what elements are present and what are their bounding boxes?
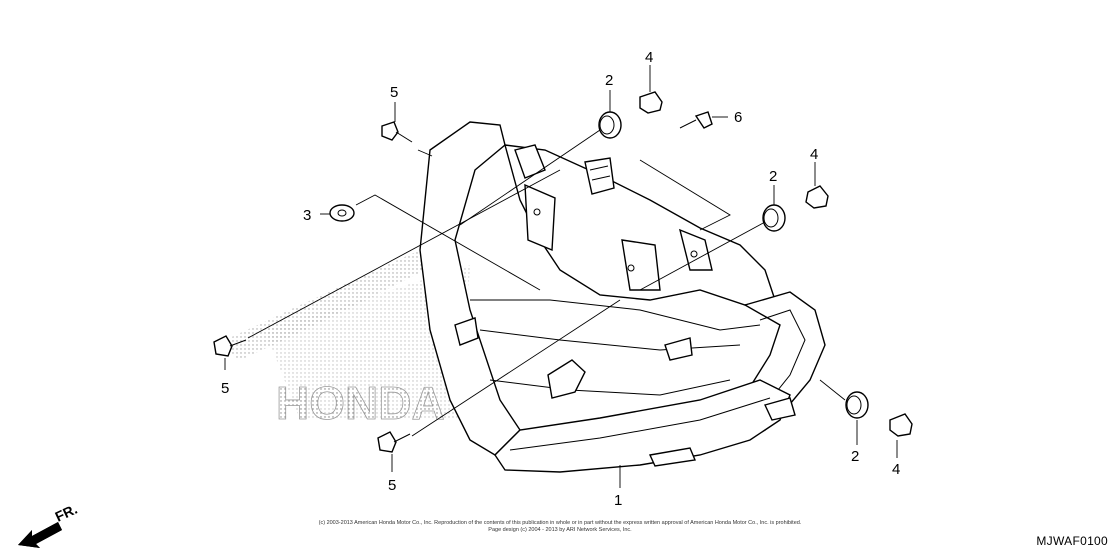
- callout-5-bottom: 5: [388, 477, 396, 494]
- copyright-notice: (c) 2003-2013 American Honda Motor Co., …: [300, 520, 820, 534]
- front-direction-indicator: FR.: [18, 501, 80, 548]
- callout-5-left: 5: [221, 380, 229, 397]
- watermark-text: HONDA: [276, 377, 445, 429]
- headlight-assembly: [419, 121, 826, 473]
- callout-6: 6: [734, 109, 742, 126]
- copyright-line-2: Page design (c) 2004 - 2013 by ARI Netwo…: [488, 527, 632, 533]
- callout-1: 1: [614, 492, 622, 509]
- callout-4-middle: 4: [810, 146, 818, 163]
- callout-3: 3: [303, 207, 311, 224]
- figure-code: MJWAF0100: [1036, 534, 1108, 548]
- callout-4-bottom: 4: [892, 461, 900, 478]
- grommets: [598, 111, 869, 419]
- callout-2-middle: 2: [769, 168, 777, 185]
- copyright-line-1: (c) 2003-2013 American Honda Motor Co., …: [318, 520, 802, 526]
- direction-label: FR.: [53, 501, 80, 525]
- leader-lines: [224, 65, 898, 488]
- callout-2-bottom: 2: [851, 448, 859, 465]
- washer: [329, 204, 355, 222]
- bolts: [213, 111, 713, 453]
- collars: [639, 91, 913, 437]
- callout-4-top: 4: [645, 49, 653, 66]
- callout-5-top: 5: [390, 84, 398, 101]
- honda-logo-watermark: HONDA: [215, 250, 470, 429]
- arrow-icon: [18, 522, 62, 548]
- callout-labels: 1 2 2 2 3 4 4 4 5 5 5 6: [221, 49, 900, 509]
- callout-2-top: 2: [605, 72, 613, 89]
